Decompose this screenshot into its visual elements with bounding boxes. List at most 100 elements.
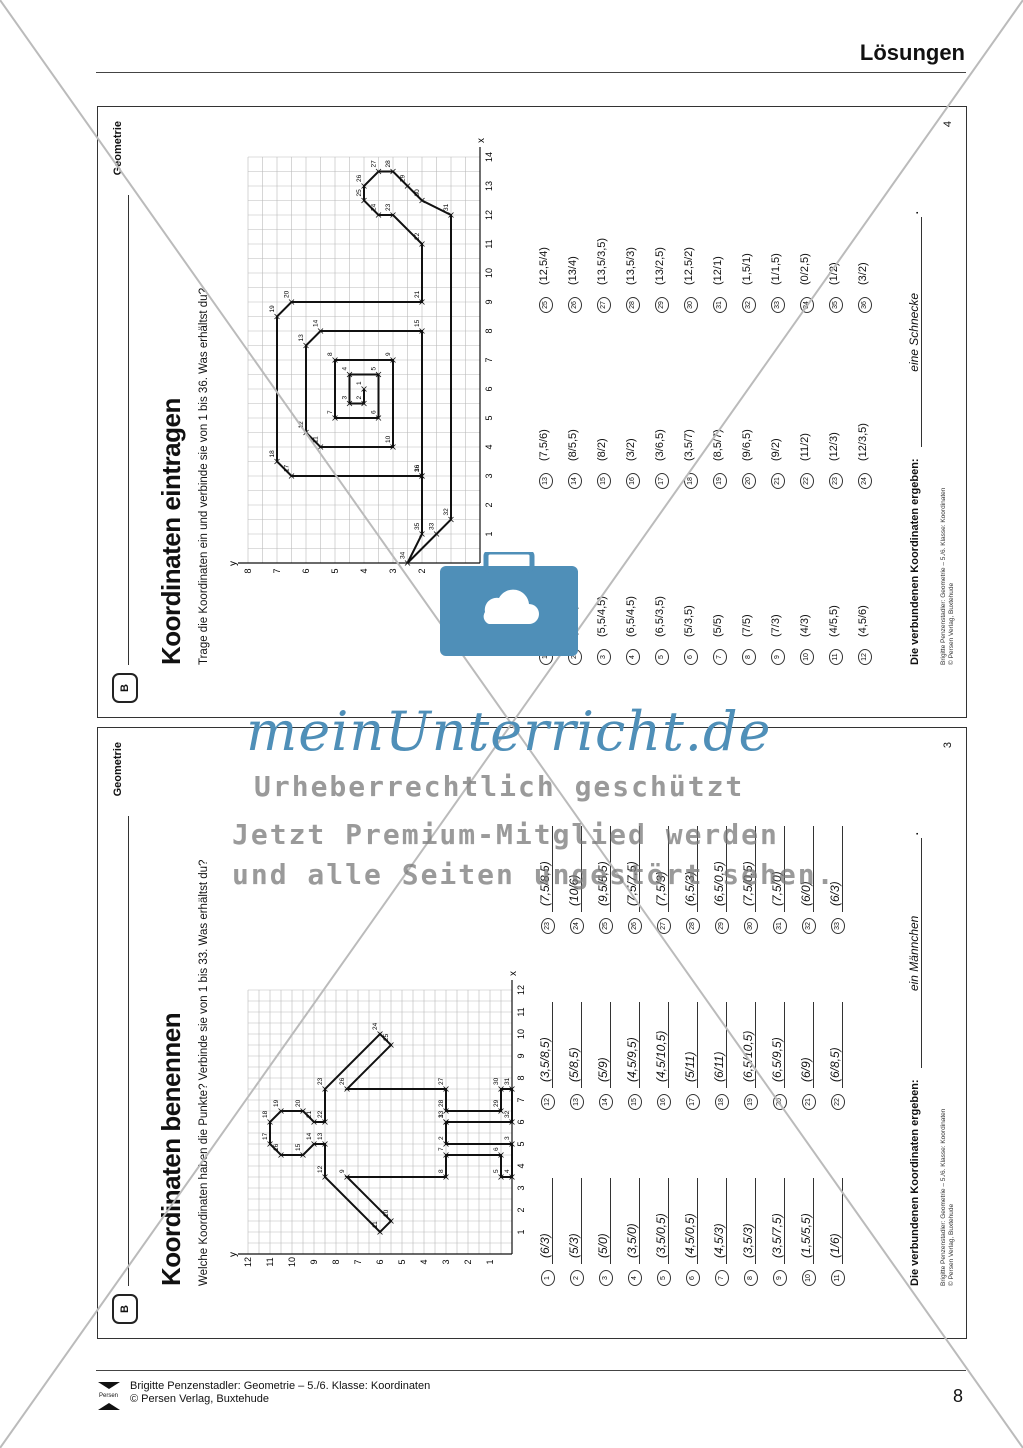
point-label: 16 [273,1143,280,1151]
point-coordinate: (4/3) [799,614,811,637]
credit-line: Brigitte Penzenstadler: Geometrie – 5./6… [940,487,947,665]
point-coordinate: (7,5/8,5) [538,826,553,912]
point-number: 36 [858,297,872,313]
point-number: 18 [715,1094,729,1110]
point-coordinate: (3/6,5) [654,429,666,461]
point-number: 23 [829,473,843,489]
point-label: 33 [438,1110,445,1118]
point-number: 27 [597,297,611,313]
point-number: 16 [657,1094,671,1110]
result-label: Die verbundenen Koordinaten ergeben: [909,1079,921,1286]
point-number: 5 [657,1270,671,1286]
point-coordinate: (12,5/4) [538,247,550,285]
y-tick-label: 5 [330,568,340,573]
point-coordinate: (6/8,5) [828,1002,843,1088]
worksheet-title: Koordinaten eintragen [156,398,186,665]
point-number: 10 [802,1270,816,1286]
list-item: 30(12,5/2) [683,147,710,313]
point-number: 25 [539,297,553,313]
point-label: 20 [284,290,291,298]
list-item: 24(12/3,5) [857,323,884,489]
point-coordinate: (6/9) [799,1002,814,1088]
list-item: 31 (12/1) [712,147,739,313]
point-list-snail: 1(6/4)13(7,5/6)25(12,5/4)2(5,5/4)14(8/5,… [538,147,884,665]
point-label: 9 [385,352,392,356]
point-coordinate: (4,5/9,5) [625,1002,640,1088]
result-line: Die verbundenen Koordinaten ergeben: ein… [907,832,922,1286]
x-tick-label: 8 [516,1075,526,1080]
y-axis-label: y [228,561,239,566]
point-label: 6 [493,1147,500,1151]
x-tick-label: 1 [484,531,494,536]
list-item: 27(7,5/3) [654,768,681,934]
point-coordinate: (6/3) [538,1178,553,1264]
worksheet-instruction: Trage die Koordinaten ein und verbinde s… [198,288,210,665]
point-coordinate: (13,5/3,5) [596,237,608,285]
list-item: 22(11/2) [799,323,826,489]
result-answer: ein Männchen [907,838,922,1069]
list-item: 2(5/3) [567,1120,594,1286]
list-item: 11(4/5,5) [828,499,855,665]
point-label: 18 [269,450,276,458]
list-item: 4(3,5/0) [625,1120,652,1286]
list-item: 29(6,5/0,5) [712,768,739,934]
point-number: 19 [713,473,727,489]
list-item: 36(3/2) [857,147,884,313]
point-coordinate: (8/2) [596,438,608,461]
point-number: 2 [570,1270,584,1286]
point-label: 2 [356,396,363,400]
worksheet-category: Geometrie [112,742,124,797]
point-number: 4 [628,1270,642,1286]
point-number: 27 [657,918,671,934]
point-label: 3 [342,396,349,400]
y-axis-label: y [228,1252,239,1257]
point-coordinate: (3,5/7) [683,429,695,461]
list-item: 33(1/1,5) [770,147,797,313]
result-answer: eine Schnecke [907,217,922,448]
point-coordinate: (6,5/0,5) [712,826,727,912]
point-label: 15 [295,1143,302,1151]
footer-text: Brigitte Penzenstadler: Geometrie – 5./6… [130,1380,430,1406]
point-number: 30 [744,918,758,934]
point-coordinate: (3/2) [625,438,637,461]
list-item: 10(4/3) [799,499,826,665]
worksheet-page-number: 3 [942,742,954,749]
point-coordinate: (9/2) [770,438,782,461]
point-label: 17 [284,464,291,472]
point-label: 24 [371,203,378,211]
point-coordinate: (6/4) [538,614,550,637]
list-item: 12(3,5/8,5) [538,944,565,1110]
x-tick-label: 12 [484,210,494,220]
point-coordinate: (6,5/4,5) [625,596,637,637]
point-label: 11 [313,436,320,443]
list-item: 23(7,5/8,5) [538,768,565,934]
list-item: 7(4,5/3) [712,1120,739,1286]
x-tick-label: 9 [516,1053,526,1058]
point-number: 24 [570,918,584,934]
list-item: 7(5/5) [712,499,739,665]
point-number: 14 [599,1094,613,1110]
point-label: 22 [317,1110,324,1118]
list-item: 26(7,5/7,5) [625,768,652,934]
point-label: 25 [383,1033,390,1041]
point-number: 28 [626,297,640,313]
point-coordinate: (7,5/0,5) [741,826,756,912]
y-tick-label: 1 [485,1259,495,1264]
point-label: 17 [262,1132,269,1140]
point-label: 20 [295,1099,302,1107]
list-item: 3(5/0) [596,1120,623,1286]
list-item: 17(5/11) [683,944,710,1110]
list-item: 29(13/2,5) [654,147,681,313]
point-coordinate: (12/3) [828,432,840,461]
point-number: 29 [655,297,669,313]
point-coordinate: (12/1) [712,256,724,285]
list-item: 18(6/11) [712,944,739,1110]
x-tick-label: 10 [516,1029,526,1039]
list-item: 30 (7,5/0,5) [741,768,768,934]
point-label: 32 [504,1110,511,1118]
point-label: 32 [443,508,450,516]
point-coordinate: (5/3,5) [683,605,695,637]
point-number: 31 [713,297,727,313]
point-label: 27 [438,1077,445,1085]
